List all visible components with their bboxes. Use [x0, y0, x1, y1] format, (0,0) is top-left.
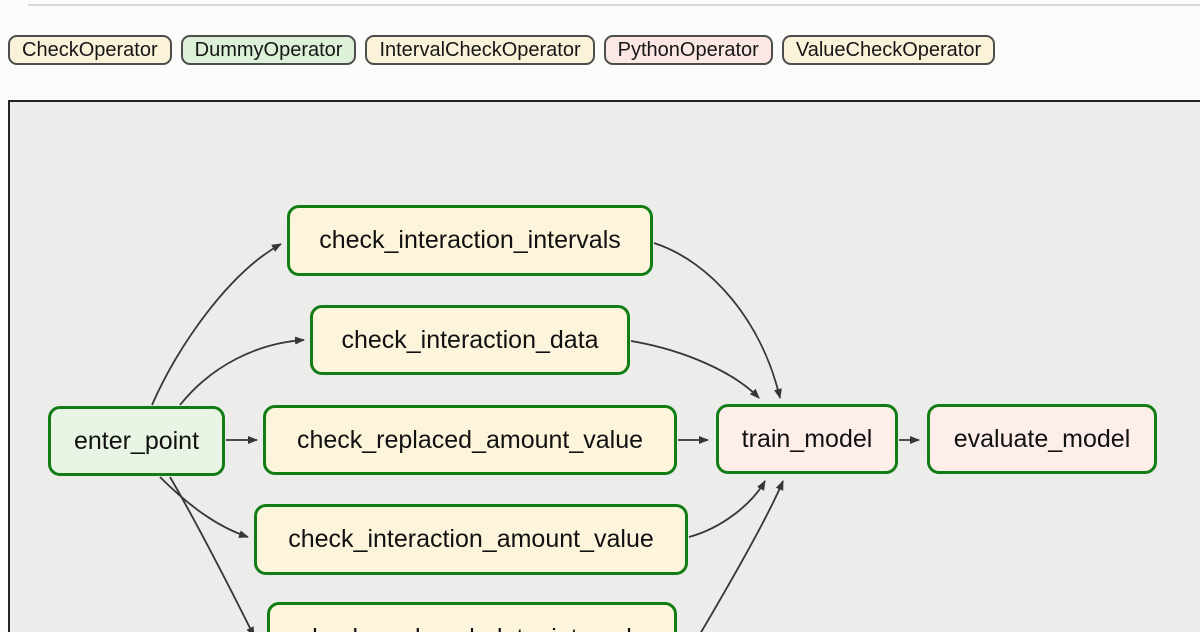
- dag-node-label: enter_point: [73, 426, 200, 455]
- dag-node-check_interaction_intervals[interactable]: check_interaction_intervals: [287, 205, 653, 276]
- dag-node-check_replaced_amount_value[interactable]: check_replaced_amount_value: [263, 405, 677, 475]
- dag-node-check_interaction_data[interactable]: check_interaction_data: [310, 305, 630, 375]
- dag-node-label: evaluate_model: [953, 424, 1131, 453]
- top-divider: [28, 4, 1200, 6]
- dag-node-label: check_interaction_data: [341, 325, 599, 354]
- dag-node-check_interaction_amount_value[interactable]: check_interaction_amount_value: [254, 504, 688, 575]
- legend-pill-check-operator: CheckOperator: [8, 35, 172, 65]
- operator-legend: CheckOperator DummyOperator IntervalCheckO…: [8, 35, 996, 65]
- legend-pill-dummy-operator: DummyOperator: [180, 35, 357, 65]
- legend-pill-interval-check-operator: IntervalCheckOperator: [365, 35, 595, 65]
- legend-pill-value-check-operator: ValueCheckOperator: [781, 35, 996, 65]
- dag-node-enter_point[interactable]: enter_point: [48, 406, 225, 476]
- dag-node-train_model[interactable]: train_model: [716, 404, 898, 474]
- dag-node-label: train_model: [741, 424, 873, 453]
- dag-node-label: check_replaced_amount_value: [296, 425, 644, 454]
- dag-node-evaluate_model[interactable]: evaluate_model: [927, 404, 1157, 474]
- legend-pill-python-operator: PythonOperator: [603, 35, 773, 65]
- dag-node-check_replaced_data_intervals[interactable]: check_replaced_data_intervals: [267, 602, 677, 632]
- dag-node-label: check_interaction_amount_value: [288, 525, 654, 553]
- dag-node-label: check_replaced_data_intervals: [300, 624, 645, 632]
- dag-node-label: check_interaction_intervals: [319, 226, 621, 254]
